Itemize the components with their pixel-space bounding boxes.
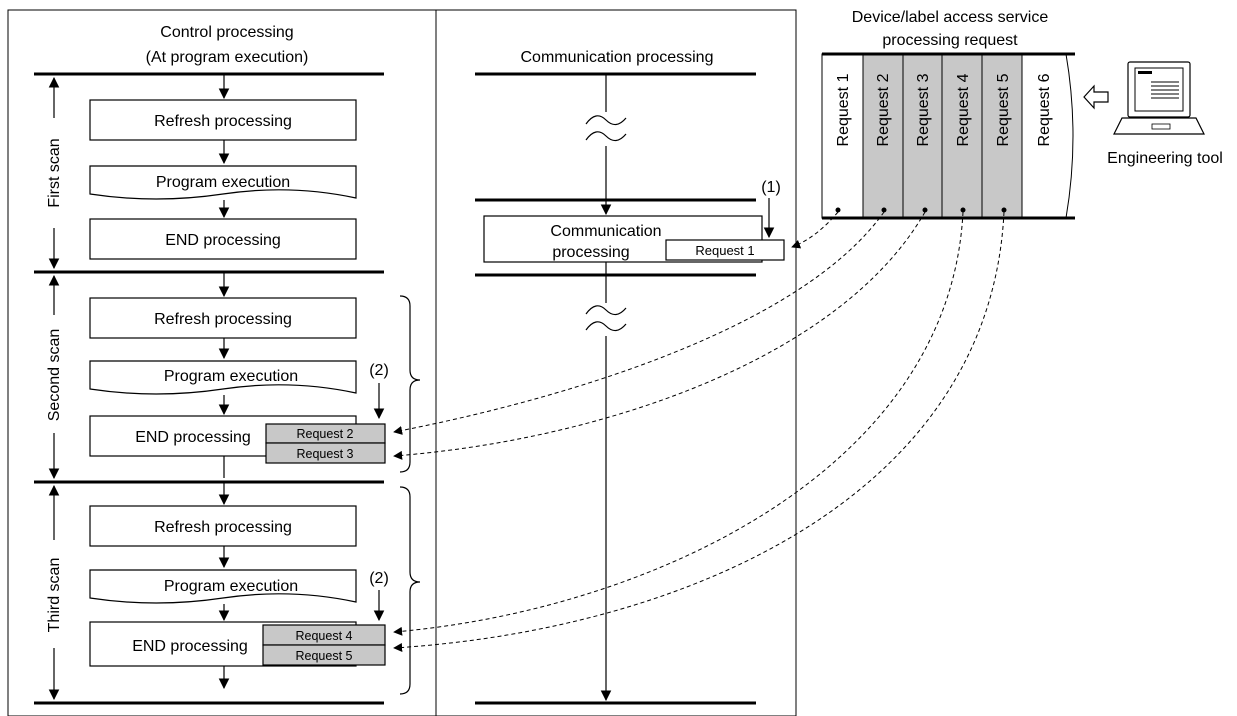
control-title-line2: (At program execution) bbox=[146, 49, 309, 66]
scan-brace bbox=[399, 486, 421, 695]
request-dot bbox=[960, 207, 966, 213]
program-execution-box bbox=[89, 165, 357, 200]
communication-title: Communication processing bbox=[521, 49, 714, 66]
request-4-connector bbox=[393, 211, 964, 636]
queue-label-request-2: Request 2 bbox=[875, 73, 892, 146]
request-5-slot bbox=[262, 644, 386, 666]
laptop-icon bbox=[1113, 61, 1205, 135]
program-execution-label: Program execution bbox=[164, 368, 298, 385]
scan-label-first: First scan bbox=[46, 138, 63, 207]
refresh-processing-box bbox=[89, 297, 357, 339]
break-mark bbox=[585, 305, 627, 316]
request-1-slot bbox=[665, 239, 785, 261]
marker-2: (2) bbox=[369, 570, 389, 587]
request-1-label: Request 1 bbox=[695, 243, 754, 258]
queue-label-request-4: Request 4 bbox=[955, 73, 972, 146]
queue-title-line1: Device/label access service bbox=[852, 9, 1049, 26]
marker-1: (1) bbox=[761, 179, 781, 196]
diagram-frame bbox=[7, 9, 797, 716]
program-execution-box bbox=[89, 569, 357, 604]
engineering-tool-label: Engineering tool bbox=[1107, 150, 1223, 167]
end-processing-label: END processing bbox=[165, 232, 281, 249]
request-4-label: Request 4 bbox=[296, 629, 353, 643]
queue-cell-request-3 bbox=[902, 53, 943, 219]
scan-label-second: Second scan bbox=[46, 329, 63, 422]
communication-box-line1: Communication bbox=[550, 223, 661, 240]
request-5-label: Request 5 bbox=[296, 649, 353, 663]
refresh-processing-label: Refresh processing bbox=[154, 519, 292, 536]
program-execution-label: Program execution bbox=[156, 174, 290, 191]
marker-2: (2) bbox=[369, 362, 389, 379]
refresh-processing-label: Refresh processing bbox=[154, 113, 292, 130]
request-1-connector bbox=[791, 211, 839, 249]
request-dot bbox=[1001, 207, 1007, 213]
communication-box-line2: processing bbox=[552, 244, 629, 261]
queue-title-line2: processing request bbox=[882, 32, 1018, 49]
end-processing-label: END processing bbox=[132, 638, 248, 655]
break-mark bbox=[585, 131, 627, 142]
scan-label-third: Third scan bbox=[46, 558, 63, 633]
break-mark bbox=[585, 321, 627, 332]
scan-brace bbox=[399, 295, 421, 473]
queue-label-request-1: Request 1 bbox=[835, 73, 852, 146]
request-2-connector bbox=[393, 211, 885, 435]
input-arrow-icon bbox=[1083, 84, 1109, 110]
refresh-processing-label: Refresh processing bbox=[154, 311, 292, 328]
refresh-processing-box bbox=[89, 505, 357, 547]
program-execution-box bbox=[89, 360, 357, 395]
refresh-processing-box bbox=[89, 99, 357, 141]
request-3-slot bbox=[265, 442, 386, 464]
request-dot bbox=[922, 207, 928, 213]
request-2-label: Request 2 bbox=[297, 427, 354, 441]
end-processing-box bbox=[89, 218, 357, 260]
queue-label-request-6: Request 6 bbox=[1036, 73, 1053, 146]
request-dot bbox=[835, 207, 841, 213]
program-execution-label: Program execution bbox=[164, 578, 298, 595]
control-title-line1: Control processing bbox=[160, 24, 293, 41]
request-3-connector bbox=[393, 211, 926, 460]
request-dot bbox=[881, 207, 887, 213]
request-3-label: Request 3 bbox=[297, 447, 354, 461]
queue-cell-request-1 bbox=[821, 53, 864, 219]
end-processing-label: END processing bbox=[135, 429, 251, 446]
request-5-connector bbox=[393, 211, 1005, 652]
break-mark bbox=[585, 115, 627, 126]
queue-label-request-3: Request 3 bbox=[915, 73, 932, 146]
queue-cell-request-5 bbox=[981, 53, 1023, 219]
queue-label-request-5: Request 5 bbox=[995, 73, 1012, 146]
